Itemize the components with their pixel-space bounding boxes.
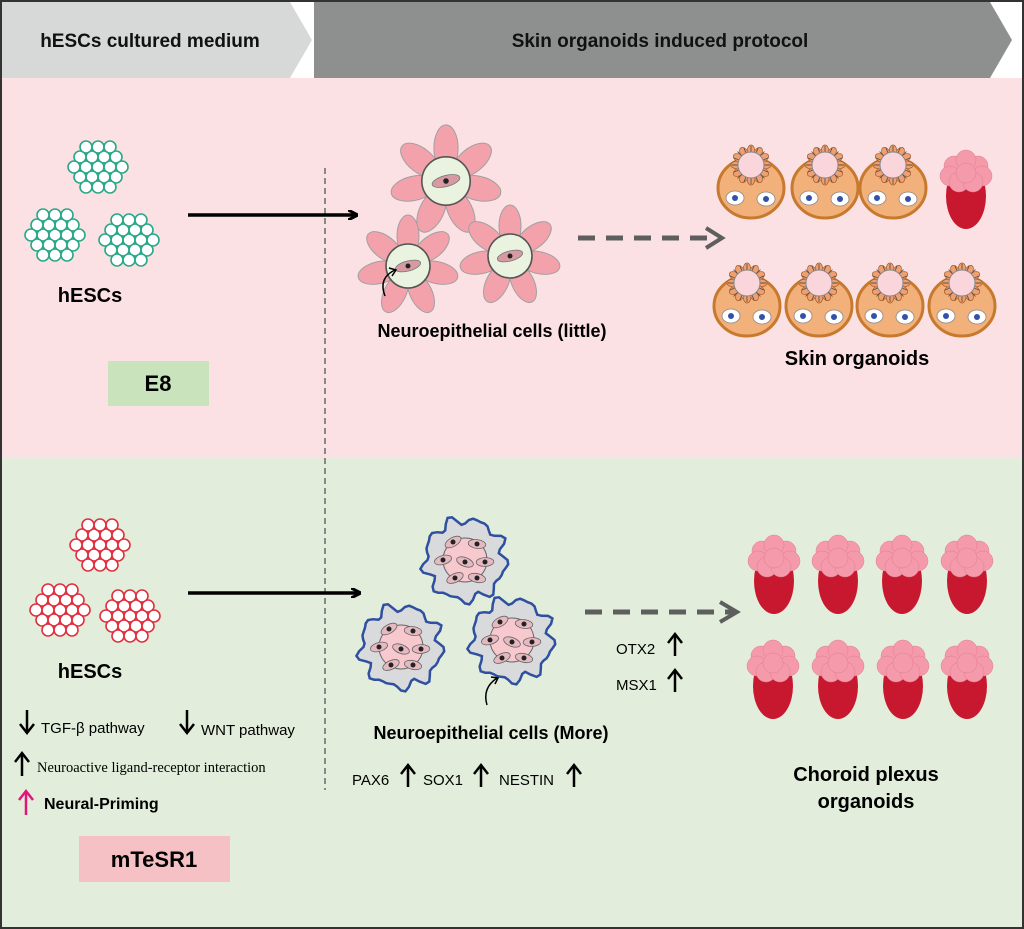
neuroepithelial-aggregate bbox=[418, 515, 510, 606]
tgf-pathway-label: TGF-β pathway bbox=[41, 720, 145, 737]
hesc-colony bbox=[29, 583, 91, 637]
up-arrow-neuroactive-icon bbox=[14, 750, 30, 776]
down-arrow-tgf-icon bbox=[19, 710, 35, 736]
skin-organoids bbox=[712, 144, 997, 338]
neuroepithelial-label-bottom: Neuroepithelial cells (More) bbox=[373, 723, 608, 743]
choroid-plexus-organoid bbox=[939, 149, 993, 229]
neuroactive-label: Neuroactive ligand-receptor interaction bbox=[37, 760, 266, 776]
curved-arrow-top-head bbox=[388, 267, 398, 277]
choroid-label-line2: organoids bbox=[818, 791, 915, 813]
choroid-plexus-organoid bbox=[875, 534, 929, 614]
up-arrow-priming-icon bbox=[18, 788, 34, 815]
up-arrow-nestin-icon bbox=[566, 762, 582, 787]
marker-otx2: OTX2 bbox=[616, 641, 655, 658]
neuroepithelial-cell bbox=[390, 124, 502, 233]
up-arrow-sox1-icon bbox=[473, 762, 489, 787]
choroid-plexus-organoid bbox=[747, 534, 801, 614]
marker-pax6: PAX6 bbox=[352, 772, 389, 789]
neuroepithelial-label-top: Neuroepithelial cells (little) bbox=[377, 321, 606, 341]
mtesr1-badge bbox=[79, 836, 230, 882]
neuroepithelial-aggregate bbox=[354, 602, 446, 693]
mtesr1-badge-label: mTeSR1 bbox=[111, 847, 197, 872]
hesc-colony bbox=[67, 140, 129, 194]
left-header-banner bbox=[2, 2, 312, 78]
up-arrow-pax6-icon bbox=[400, 762, 416, 787]
hescs-label-bottom: hESCs bbox=[58, 661, 122, 683]
choroid-plexus-organoid bbox=[811, 534, 865, 614]
hescs-label-top: hESCs bbox=[58, 285, 122, 307]
choroid-plexus-organoid bbox=[746, 639, 800, 719]
up-arrow-msx1-icon bbox=[667, 667, 683, 692]
choroid-plexus-organoid bbox=[940, 639, 994, 719]
e8-badge-label: E8 bbox=[145, 371, 172, 396]
neuroepithelial-aggregate bbox=[465, 595, 557, 686]
hesc-colony bbox=[69, 518, 131, 572]
right-header-title: Skin organoids induced protocol bbox=[512, 31, 809, 52]
hesc-colony bbox=[99, 589, 161, 643]
arrow-bottom-dashed-head bbox=[718, 600, 741, 624]
wnt-pathway-label: WNT pathway bbox=[201, 722, 295, 739]
neural-priming-label: Neural-Priming bbox=[44, 796, 159, 813]
left-header-title: hESCs cultured medium bbox=[40, 31, 260, 52]
skin-organoid bbox=[927, 262, 997, 338]
arrow-top-dashed-head bbox=[704, 226, 726, 250]
skin-organoids-label: Skin organoids bbox=[785, 348, 929, 370]
choroid-plexus-organoid bbox=[876, 639, 930, 719]
skin-organoid bbox=[858, 144, 928, 220]
hesc-colony bbox=[98, 213, 160, 267]
neuroepithelial-cells-bottom bbox=[354, 515, 557, 693]
marker-sox1: SOX1 bbox=[423, 772, 463, 789]
choroid-plexus-organoids bbox=[746, 534, 994, 719]
curved-arrow-bottom bbox=[485, 677, 498, 706]
neuroepithelial-cell bbox=[459, 204, 561, 304]
skin-organoid bbox=[712, 262, 782, 338]
down-arrow-wnt-icon bbox=[179, 710, 195, 736]
hesc-colony bbox=[24, 208, 86, 262]
marker-msx1: MSX1 bbox=[616, 677, 657, 694]
e8-badge bbox=[108, 361, 209, 406]
choroid-label-line1: Choroid plexus bbox=[793, 764, 939, 786]
hesc-clusters-top bbox=[24, 140, 160, 267]
up-arrow-otx2-icon bbox=[667, 631, 683, 656]
skin-organoid bbox=[784, 262, 854, 338]
skin-organoid bbox=[790, 144, 860, 220]
hesc-clusters-bottom bbox=[29, 518, 161, 643]
neuroepithelial-cells-top bbox=[357, 124, 561, 314]
marker-nestin: NESTIN bbox=[499, 772, 554, 789]
choroid-plexus-organoid bbox=[940, 534, 994, 614]
curved-arrow-top bbox=[382, 269, 396, 297]
skin-organoid bbox=[716, 144, 786, 220]
skin-organoid bbox=[855, 262, 925, 338]
choroid-plexus-organoid bbox=[811, 639, 865, 719]
right-header-banner bbox=[314, 2, 1012, 78]
neuroepithelial-cell bbox=[357, 214, 459, 314]
curved-arrow-bottom-head bbox=[490, 676, 500, 685]
